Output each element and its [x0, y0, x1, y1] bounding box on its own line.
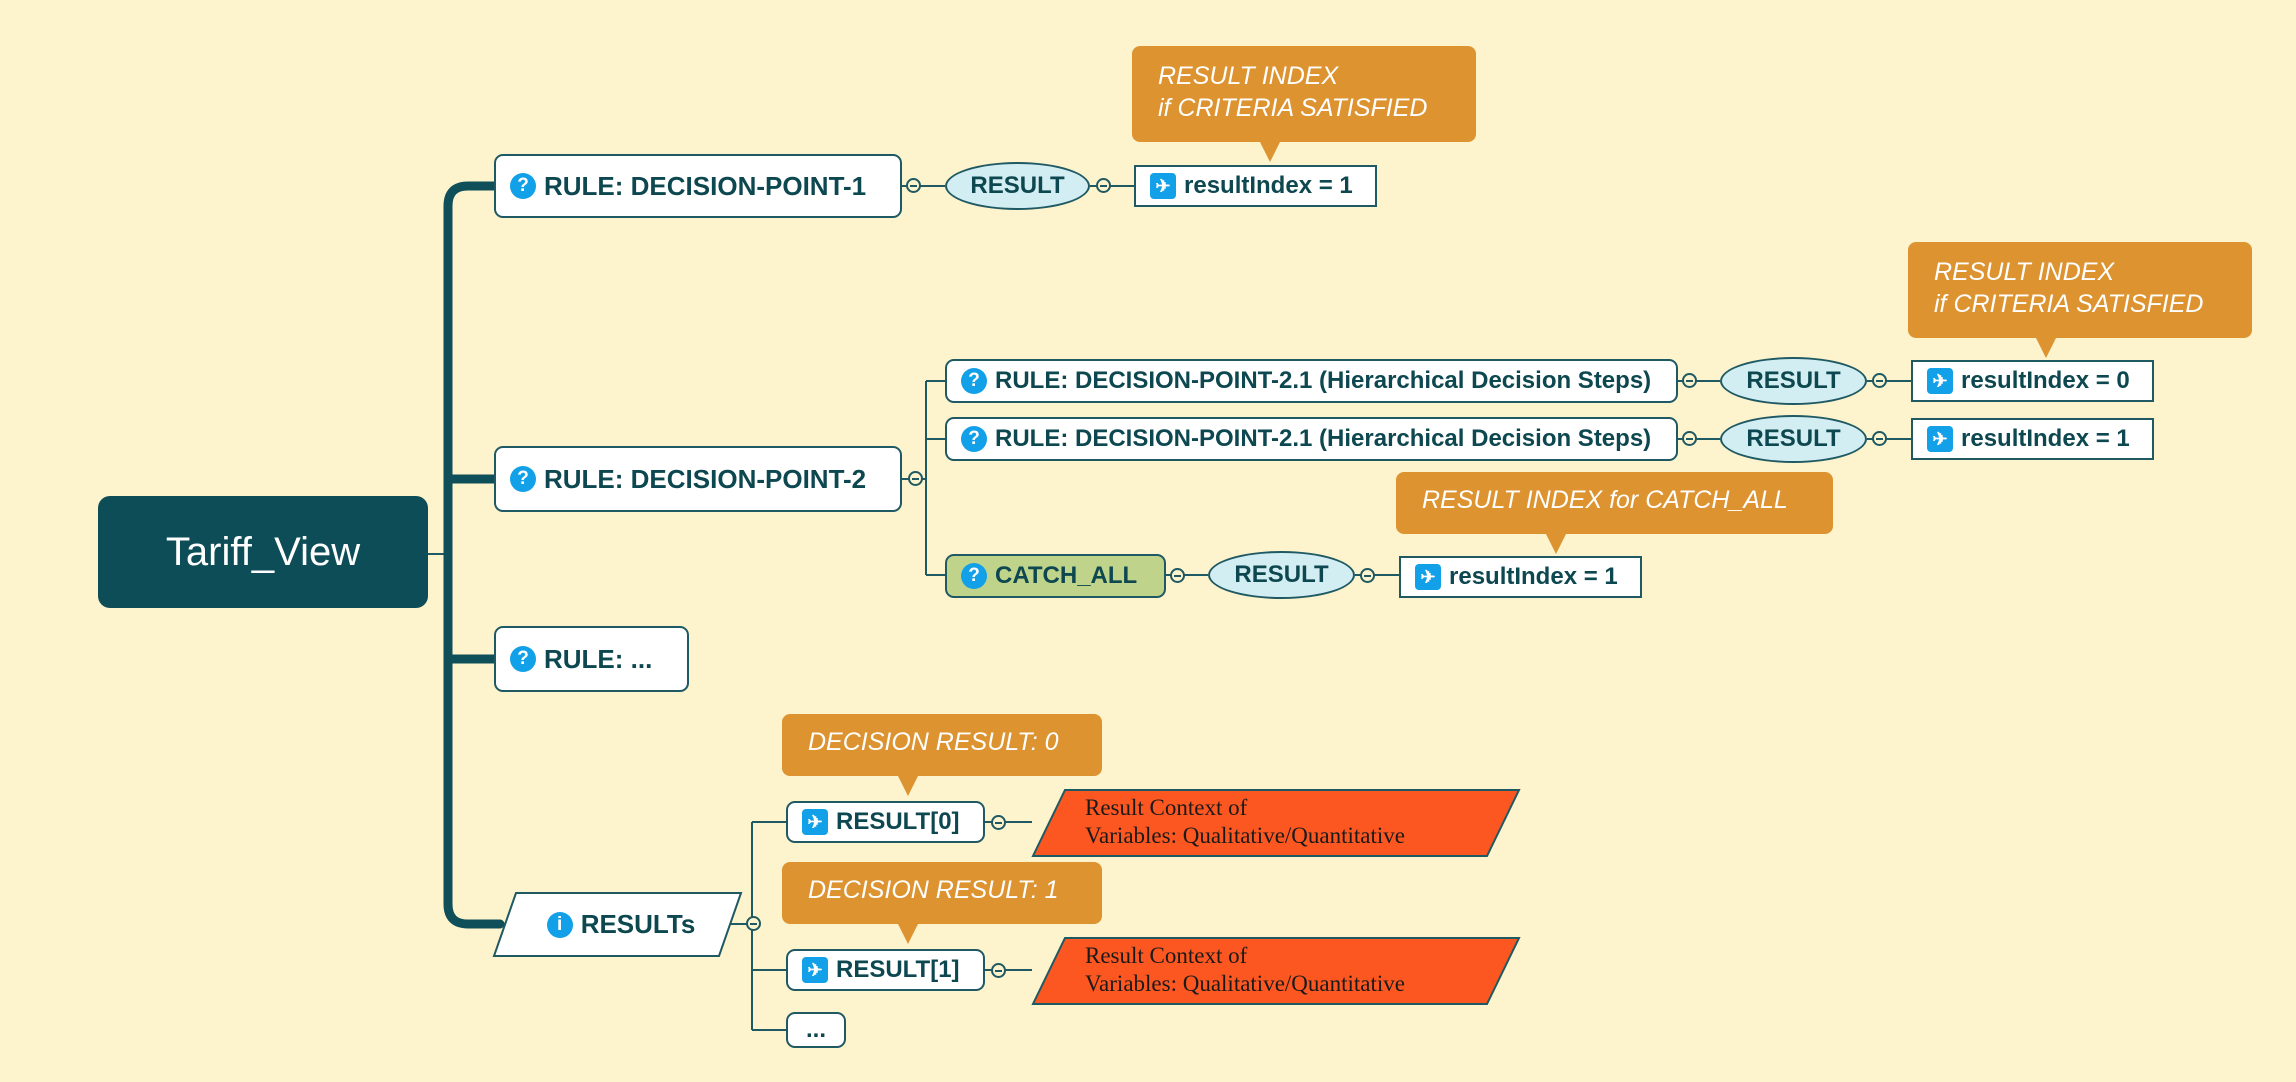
- context-line-1: Result Context of: [1085, 943, 1248, 968]
- result-ellipse[interactable]: RESULT: [1720, 415, 1867, 463]
- collapse-toggle[interactable]: [1170, 568, 1185, 583]
- callout-line-1: RESULT INDEX: [1934, 258, 2115, 286]
- root-node[interactable]: Tariff_View: [98, 496, 428, 608]
- result-index-node[interactable]: ✈ resultIndex = 1: [1399, 556, 1642, 598]
- callout-tail: [898, 924, 918, 944]
- results-label: RESULTs: [580, 909, 696, 939]
- plane-icon: ✈: [1150, 173, 1176, 199]
- callout-tail: [2036, 338, 2056, 358]
- rule-node-decision-point-1[interactable]: ? RULE: DECISION-POINT-1: [494, 154, 902, 218]
- callout-line-2: if CRITERIA SATISFIED: [1934, 290, 2204, 318]
- catch-all-node[interactable]: ? CATCH_ALL: [945, 554, 1166, 598]
- results-more-node[interactable]: ...: [786, 1012, 846, 1048]
- root-label: Tariff_View: [165, 529, 361, 574]
- question-icon: ?: [961, 563, 987, 589]
- callout-catch-all: RESULT INDEX for CATCH_ALL: [1396, 472, 1833, 554]
- rule-label: RULE: ...: [544, 643, 653, 674]
- result-context-1: Result Context of Variables: Qualitative…: [1085, 942, 1405, 998]
- question-icon: ?: [510, 173, 536, 199]
- collapse-toggle[interactable]: [1096, 178, 1111, 193]
- result-context-0: Result Context of Variables: Qualitative…: [1085, 794, 1405, 850]
- result-1-node[interactable]: ✈ RESULT[1]: [786, 949, 985, 991]
- rule-node-more[interactable]: ? RULE: ...: [494, 626, 689, 692]
- callout-line-1: RESULT INDEX: [1158, 62, 1339, 90]
- rule-label: RULE: DECISION-POINT-2.1 (Hierarchical D…: [995, 425, 1652, 452]
- result-index-node[interactable]: ✈ resultIndex = 0: [1911, 360, 2154, 402]
- plane-icon: ✈: [802, 809, 828, 835]
- results-node[interactable]: i RESULTs: [516, 893, 726, 956]
- rule-label: RULE: DECISION-POINT-2.1 (Hierarchical D…: [995, 367, 1652, 394]
- collapse-toggle[interactable]: [908, 471, 923, 486]
- collapse-toggle[interactable]: [1872, 373, 1887, 388]
- context-line-1: Result Context of: [1085, 795, 1248, 820]
- plane-icon: ✈: [1927, 426, 1953, 452]
- callout-decision-result-0: DECISION RESULT: 0: [782, 714, 1102, 796]
- question-icon: ?: [510, 646, 536, 672]
- callout-result-index: RESULT INDEX if CRITERIA SATISFIED: [1908, 242, 2252, 358]
- question-icon: ?: [961, 368, 987, 394]
- rule-node-decision-point-2[interactable]: ? RULE: DECISION-POINT-2: [494, 446, 902, 512]
- collapse-toggle[interactable]: [906, 178, 921, 193]
- result-context-shape-0: [1031, 789, 1521, 857]
- rule-node-decision-point-2-1-b[interactable]: ? RULE: DECISION-POINT-2.1 (Hierarchical…: [945, 417, 1678, 461]
- results-more-label: ...: [805, 1016, 826, 1043]
- callout-decision-result-1: DECISION RESULT: 1: [782, 862, 1102, 944]
- callout-line-1: RESULT INDEX for CATCH_ALL: [1422, 486, 1788, 514]
- collapse-toggle[interactable]: [746, 916, 761, 931]
- result-0-label: RESULT[0]: [836, 808, 960, 835]
- rule-node-decision-point-2-1-a[interactable]: ? RULE: DECISION-POINT-2.1 (Hierarchical…: [945, 359, 1678, 403]
- rule-label: RULE: DECISION-POINT-1: [544, 170, 867, 201]
- result-0-node[interactable]: ✈ RESULT[0]: [786, 801, 985, 843]
- collapse-toggle[interactable]: [1360, 568, 1375, 583]
- result-context-shape-1: [1031, 937, 1521, 1005]
- collapse-toggle[interactable]: [1682, 431, 1697, 446]
- callout-result-index: RESULT INDEX if CRITERIA SATISFIED: [1132, 46, 1476, 162]
- result-label: RESULT: [1234, 561, 1329, 588]
- plane-icon: ✈: [802, 957, 828, 983]
- callout-tail: [898, 776, 918, 796]
- context-line-2: Variables: Qualitative/Quantitative: [1085, 823, 1405, 848]
- result-index-label: resultIndex = 1: [1449, 563, 1618, 590]
- result-index-node[interactable]: ✈ resultIndex = 1: [1134, 165, 1377, 207]
- info-icon: i: [546, 911, 573, 938]
- callout-line-1: DECISION RESULT: 0: [808, 728, 1059, 756]
- collapse-toggle[interactable]: [1872, 431, 1887, 446]
- plane-icon: ✈: [1415, 564, 1441, 590]
- collapse-toggle[interactable]: [1682, 373, 1697, 388]
- catch-all-label: CATCH_ALL: [995, 562, 1138, 589]
- results-shape: [492, 892, 743, 957]
- result-1-label: RESULT[1]: [836, 956, 960, 983]
- result-ellipse[interactable]: RESULT: [1208, 551, 1355, 599]
- question-icon: ?: [510, 466, 536, 492]
- callout-line-2: if CRITERIA SATISFIED: [1158, 94, 1428, 122]
- result-label: RESULT: [1746, 367, 1841, 394]
- result-index-label: resultIndex = 1: [1184, 172, 1353, 199]
- question-icon: ?: [961, 426, 987, 452]
- result-index-node[interactable]: ✈ resultIndex = 1: [1911, 418, 2154, 460]
- plane-icon: ✈: [1927, 368, 1953, 394]
- result-index-label: resultIndex = 1: [1961, 425, 2130, 452]
- context-line-2: Variables: Qualitative/Quantitative: [1085, 971, 1405, 996]
- callout-line-1: DECISION RESULT: 1: [808, 876, 1059, 904]
- result-ellipse[interactable]: RESULT: [945, 162, 1090, 210]
- collapse-toggle[interactable]: [991, 815, 1006, 830]
- result-label: RESULT: [1746, 425, 1841, 452]
- callout-tail: [1546, 534, 1566, 554]
- result-ellipse[interactable]: RESULT: [1720, 357, 1867, 405]
- result-index-label: resultIndex = 0: [1961, 367, 2130, 394]
- callout-tail: [1260, 142, 1280, 162]
- result-label: RESULT: [970, 172, 1065, 199]
- collapse-toggle[interactable]: [991, 963, 1006, 978]
- rule-label: RULE: DECISION-POINT-2: [544, 463, 867, 494]
